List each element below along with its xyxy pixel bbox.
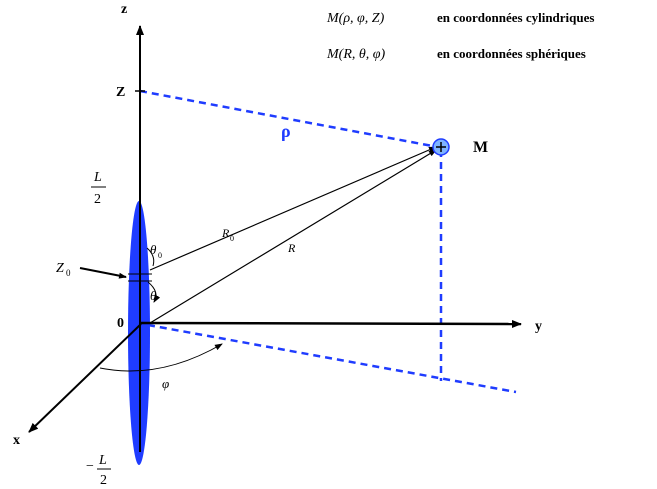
r0-vector — [149, 146, 437, 271]
r0-letter: R — [221, 226, 230, 240]
z0-letter: Z — [56, 261, 64, 276]
half-length-top-numerator: L — [93, 170, 102, 185]
half-length-bottom-numerator: L — [98, 453, 107, 468]
x-axis — [28, 323, 142, 433]
legend-cylindrical-expression: M(ρ, φ, Z) — [326, 11, 385, 26]
rho-dashed-line — [139, 89, 444, 150]
y-axis — [139, 319, 522, 328]
r-label: R — [287, 241, 296, 255]
half-length-bottom-denominator: 2 — [100, 473, 107, 488]
phi-arc — [99, 343, 223, 372]
theta0-letter: θ — [150, 242, 157, 257]
z0-label: Z 0 — [56, 261, 71, 278]
ground-projection-dashed-line — [147, 323, 517, 394]
phi-label: φ — [162, 376, 169, 391]
half-length-top-label: L 2 — [91, 170, 106, 207]
legend-spherical-expression: M(R, θ, φ) — [326, 47, 385, 62]
legend-spherical-text: en coordonnées sphériques — [437, 46, 586, 61]
theta-arc — [147, 281, 161, 303]
half-length-bottom-minus: − — [86, 459, 94, 474]
y-axis-label: y — [535, 319, 542, 334]
origin-label: 0 — [117, 316, 124, 331]
theta-label: θ — [150, 288, 157, 303]
r-vector — [149, 149, 437, 324]
point-m-label: M — [473, 139, 488, 156]
x-axis-label: x — [13, 433, 20, 448]
theta0-label: θ 0 — [150, 242, 162, 260]
legend-cylindrical-text: en coordonnées cylindriques — [437, 10, 594, 25]
z-value-label: Z — [116, 85, 125, 100]
theta0-subscript: 0 — [158, 251, 162, 260]
half-length-bottom-label: − L 2 — [86, 453, 111, 488]
half-length-top-denominator: 2 — [94, 192, 101, 207]
rho-label: ρ — [281, 121, 291, 141]
theta0-arc — [146, 247, 155, 267]
r0-label: R 0 — [221, 226, 234, 243]
r0-subscript: 0 — [230, 234, 234, 243]
z-axis-label: z — [121, 2, 127, 17]
z0-arrow — [79, 267, 127, 279]
z0-subscript: 0 — [66, 268, 71, 278]
